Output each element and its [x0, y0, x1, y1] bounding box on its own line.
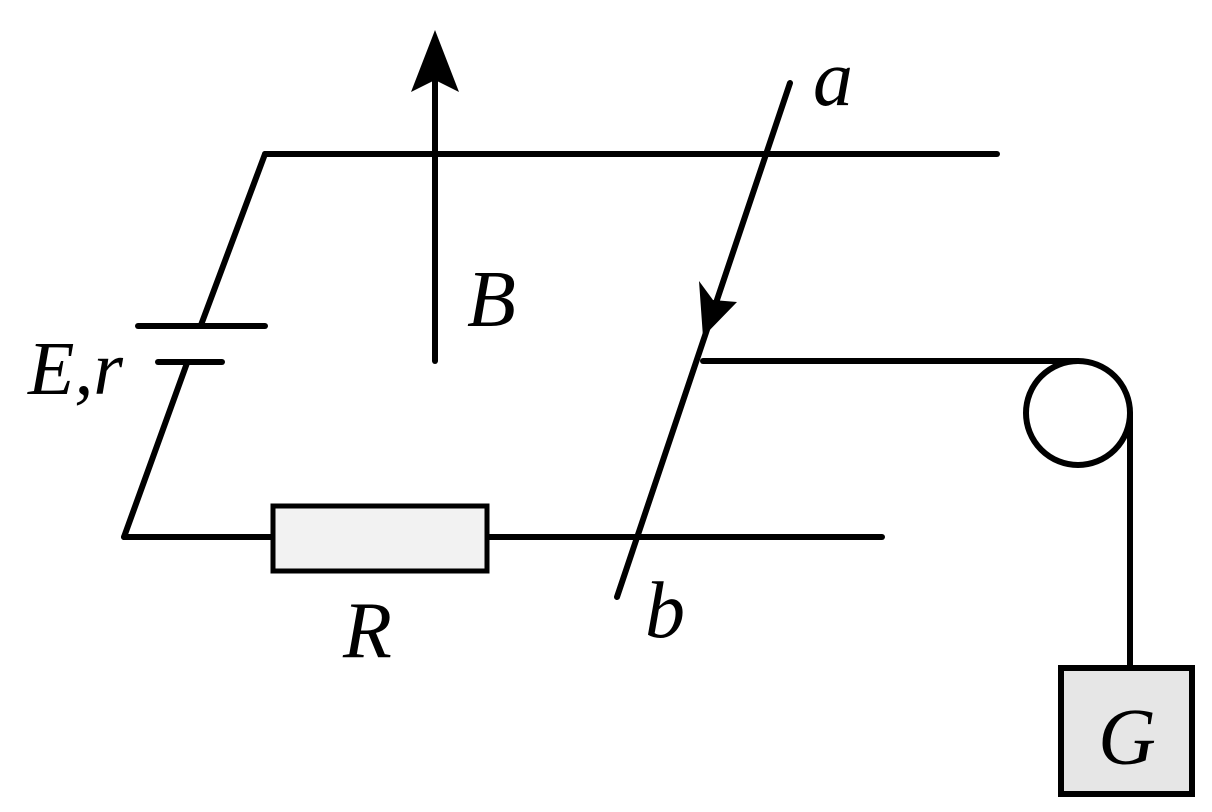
field-arrow-head-icon — [411, 30, 459, 92]
resistor — [270, 503, 490, 574]
resistor-label: R — [342, 587, 392, 675]
rod-ab — [614, 80, 793, 600]
rod-top-label: a — [813, 35, 853, 123]
pulley — [1023, 358, 1133, 468]
weight-label: G — [1098, 694, 1156, 782]
emf-label: E,r — [27, 327, 123, 411]
rod-bottom-label: b — [645, 567, 685, 655]
left-wire-upper — [198, 151, 268, 328]
rod-current-arrow-icon — [699, 281, 737, 337]
field-label: B — [467, 256, 516, 344]
weight-block — [1058, 665, 1195, 797]
left-wire-lower — [121, 360, 190, 540]
